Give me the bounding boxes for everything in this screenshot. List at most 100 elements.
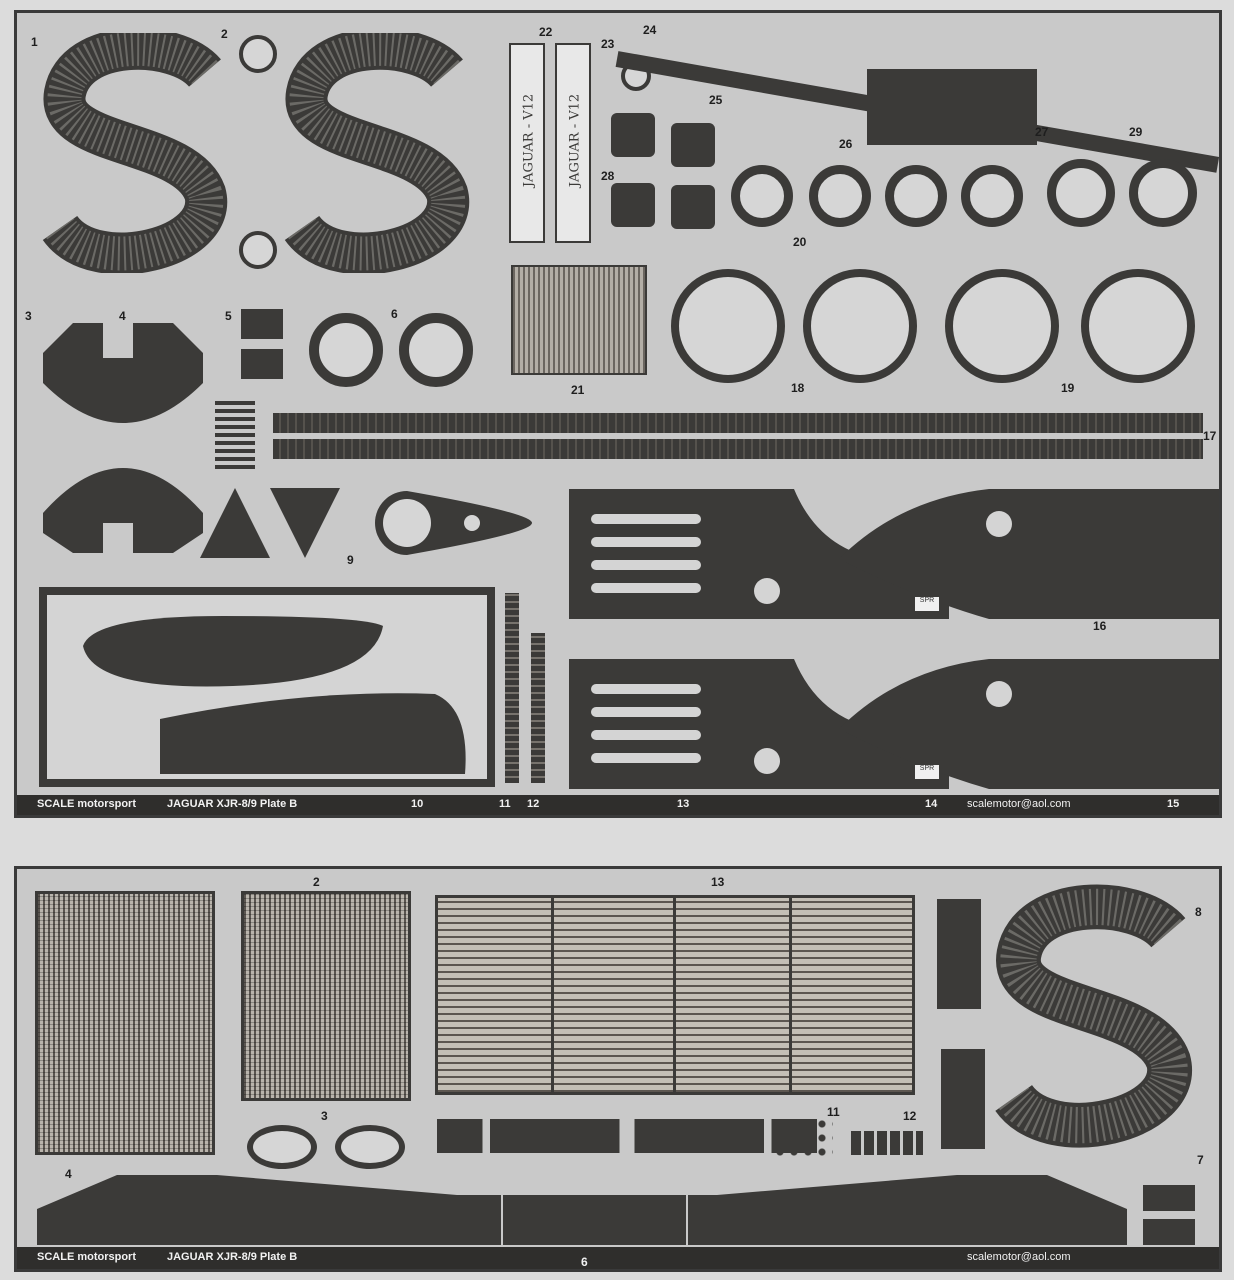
- part-number: 24: [643, 23, 657, 37]
- part-number: 4: [65, 1167, 72, 1181]
- part-number: 3: [321, 1109, 328, 1123]
- part-number: 18: [791, 381, 805, 395]
- part-number: 25: [709, 93, 723, 107]
- s-grille-part-left: [42, 33, 228, 273]
- louver-divider: [673, 895, 676, 1095]
- top-footer-brand: SCALE motorsport: [37, 798, 136, 810]
- long-strip-part-16: [273, 413, 1203, 433]
- vertical-strip-part-12: [531, 633, 545, 783]
- ring-part-22: [1047, 159, 1115, 227]
- spr-plate-upper: SPR: [915, 597, 939, 611]
- part-number: 3: [25, 309, 32, 323]
- bottom-footer-title: JAGUAR XJR-8/9 Plate B: [167, 1251, 298, 1263]
- bottom-footer-email: scalemotor@aol.com: [967, 1251, 1071, 1263]
- s-grille-part-bottom: [995, 884, 1192, 1148]
- part-number: 23: [601, 37, 615, 51]
- part-number: 19: [1061, 381, 1075, 395]
- top-footer-title: JAGUAR XJR-8/9 Plate B: [167, 798, 298, 810]
- ring-part-6: [309, 313, 383, 387]
- wing-part-upper: [83, 616, 383, 687]
- small-square-part: [671, 123, 715, 167]
- part-number: 2: [221, 27, 228, 41]
- ring-part-20: [809, 165, 871, 227]
- part-number: 21: [571, 383, 585, 397]
- grille-panel-part-1: [35, 891, 215, 1155]
- oval-ring-part-3: [335, 1125, 405, 1169]
- large-ring-part-18: [671, 269, 785, 383]
- part-number: 20: [793, 235, 807, 249]
- part-number: 9: [347, 553, 354, 567]
- small-tab-part: [1143, 1185, 1195, 1211]
- part-number: 12: [527, 798, 540, 810]
- stud-cluster-part-11: [773, 1117, 833, 1157]
- small-square-part: [611, 183, 655, 227]
- part-number: 26: [839, 137, 853, 151]
- part-number: 29: [1129, 125, 1143, 139]
- vertical-plate-part: [941, 1049, 985, 1149]
- ring-part-22: [1129, 159, 1197, 227]
- grille-panel-part-2: [241, 891, 411, 1101]
- vertical-plate-part: [937, 899, 981, 1009]
- v12-plaque-text: JAGUAR - V12: [521, 93, 537, 188]
- spr-plate-lower: SPR: [915, 765, 939, 779]
- part-number: 8: [1195, 905, 1202, 919]
- part-number: 11: [499, 798, 511, 810]
- long-panel-part-5: [37, 1175, 1127, 1245]
- part-number: 1: [31, 35, 38, 49]
- s-grille-part-right: [284, 33, 470, 273]
- small-square-part: [611, 113, 655, 157]
- part-number: 15: [1167, 798, 1180, 810]
- v12-plaque-right: JAGUAR - V12: [555, 43, 591, 243]
- part-number: 17: [1203, 429, 1217, 443]
- side-panel-upper: [569, 489, 1219, 619]
- part-number: 4: [119, 309, 126, 323]
- part-number: 6: [581, 1255, 588, 1269]
- part-number: 22: [539, 25, 553, 39]
- long-strip-part-17: [273, 439, 1203, 459]
- bottom-footer-band: [17, 1247, 1219, 1269]
- vertical-strip-part-11: [505, 593, 519, 783]
- part-number: 13: [711, 875, 725, 889]
- part-number: 11: [827, 1105, 840, 1119]
- louver-divider: [551, 895, 554, 1095]
- part-number: 13: [677, 798, 690, 810]
- top-footer-email: scalemotor@aol.com: [967, 798, 1071, 810]
- triangle-part-up: [200, 488, 270, 558]
- small-comb-part: [215, 399, 255, 469]
- bracket-strip-part: [437, 1119, 817, 1153]
- part-number: 2: [313, 875, 320, 889]
- wing-part-lower: [160, 693, 466, 774]
- small-ring-part: [239, 231, 277, 269]
- ring-part-20: [961, 165, 1023, 227]
- part-number: 12: [903, 1109, 917, 1123]
- shield-part-upper: [43, 323, 203, 423]
- large-ring-part-18: [803, 269, 917, 383]
- bottom-footer-brand: SCALE motorsport: [37, 1251, 136, 1263]
- teardrop-part-9: [375, 491, 532, 555]
- large-ring-part-19: [1081, 269, 1195, 383]
- small-block-part-5: [241, 349, 283, 379]
- tab-cluster-part-12: [851, 1131, 923, 1155]
- ring-part-6: [399, 313, 473, 387]
- part-number: 6: [391, 307, 398, 321]
- small-square-part: [671, 185, 715, 229]
- part-number: 10: [411, 798, 424, 810]
- top-fret-sheet: JAGUAR - V12 JAGUAR - V12: [14, 10, 1222, 818]
- part-number: 7: [1197, 1153, 1204, 1167]
- small-block-part-5: [241, 309, 283, 339]
- part-number: 14: [925, 798, 938, 810]
- oval-ring-part-3: [247, 1125, 317, 1169]
- mesh-panel-part-21: [511, 265, 647, 375]
- bracket-part: [867, 69, 1037, 145]
- part-number: 16: [1093, 619, 1107, 633]
- ring-part-20: [731, 165, 793, 227]
- v12-plaque-text: JAGUAR - V12: [567, 93, 583, 188]
- ring-part-20: [885, 165, 947, 227]
- shield-part-lower: [43, 468, 203, 553]
- small-ring-part: [239, 35, 277, 73]
- top-footer-band: [17, 795, 1219, 815]
- side-panel-lower: [569, 659, 1219, 789]
- part-number: 27: [1035, 125, 1049, 139]
- small-tab-part: [1143, 1219, 1195, 1245]
- bottom-fret-sheet: SCALE motorsport JAGUAR XJR-8/9 Plate B …: [14, 866, 1222, 1272]
